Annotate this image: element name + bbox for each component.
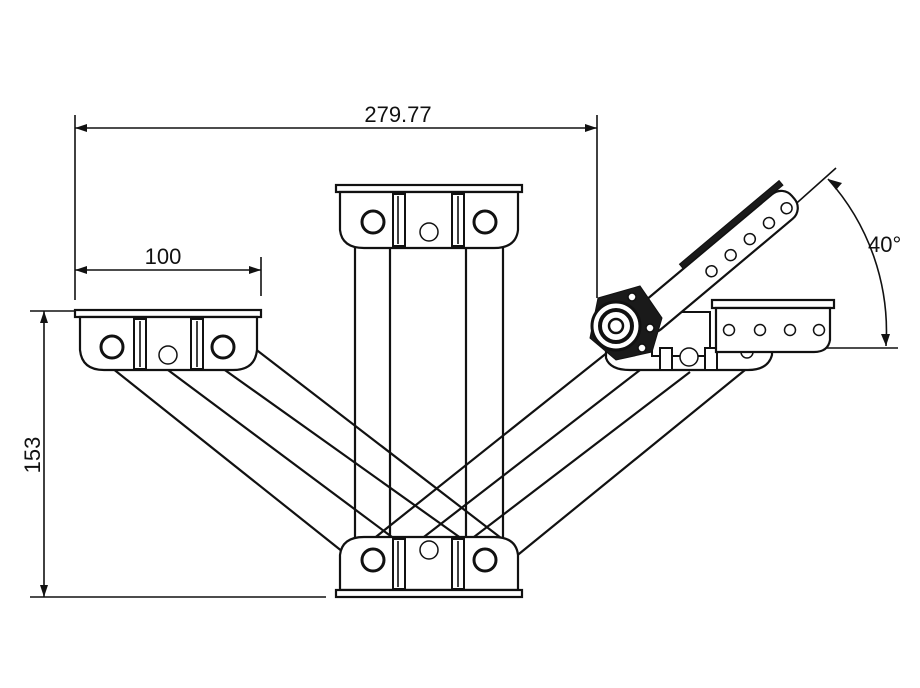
angle-label: 40° <box>868 232 901 257</box>
linkage-arms <box>111 238 746 559</box>
pivot-hub <box>589 285 663 361</box>
right-mounting-plate <box>604 298 836 372</box>
top-mounting-plate <box>334 183 524 250</box>
dimension-height: 153 <box>20 310 326 598</box>
dimension-overall-width: 279.77 <box>74 102 598 300</box>
left-mounting-plate <box>73 308 263 372</box>
plate-width-label: 100 <box>145 244 182 269</box>
bottom-mounting-plate <box>334 535 524 599</box>
dimension-plate-width: 100 <box>75 244 262 296</box>
height-label: 153 <box>20 437 45 474</box>
overall-width-label: 279.77 <box>364 102 431 127</box>
